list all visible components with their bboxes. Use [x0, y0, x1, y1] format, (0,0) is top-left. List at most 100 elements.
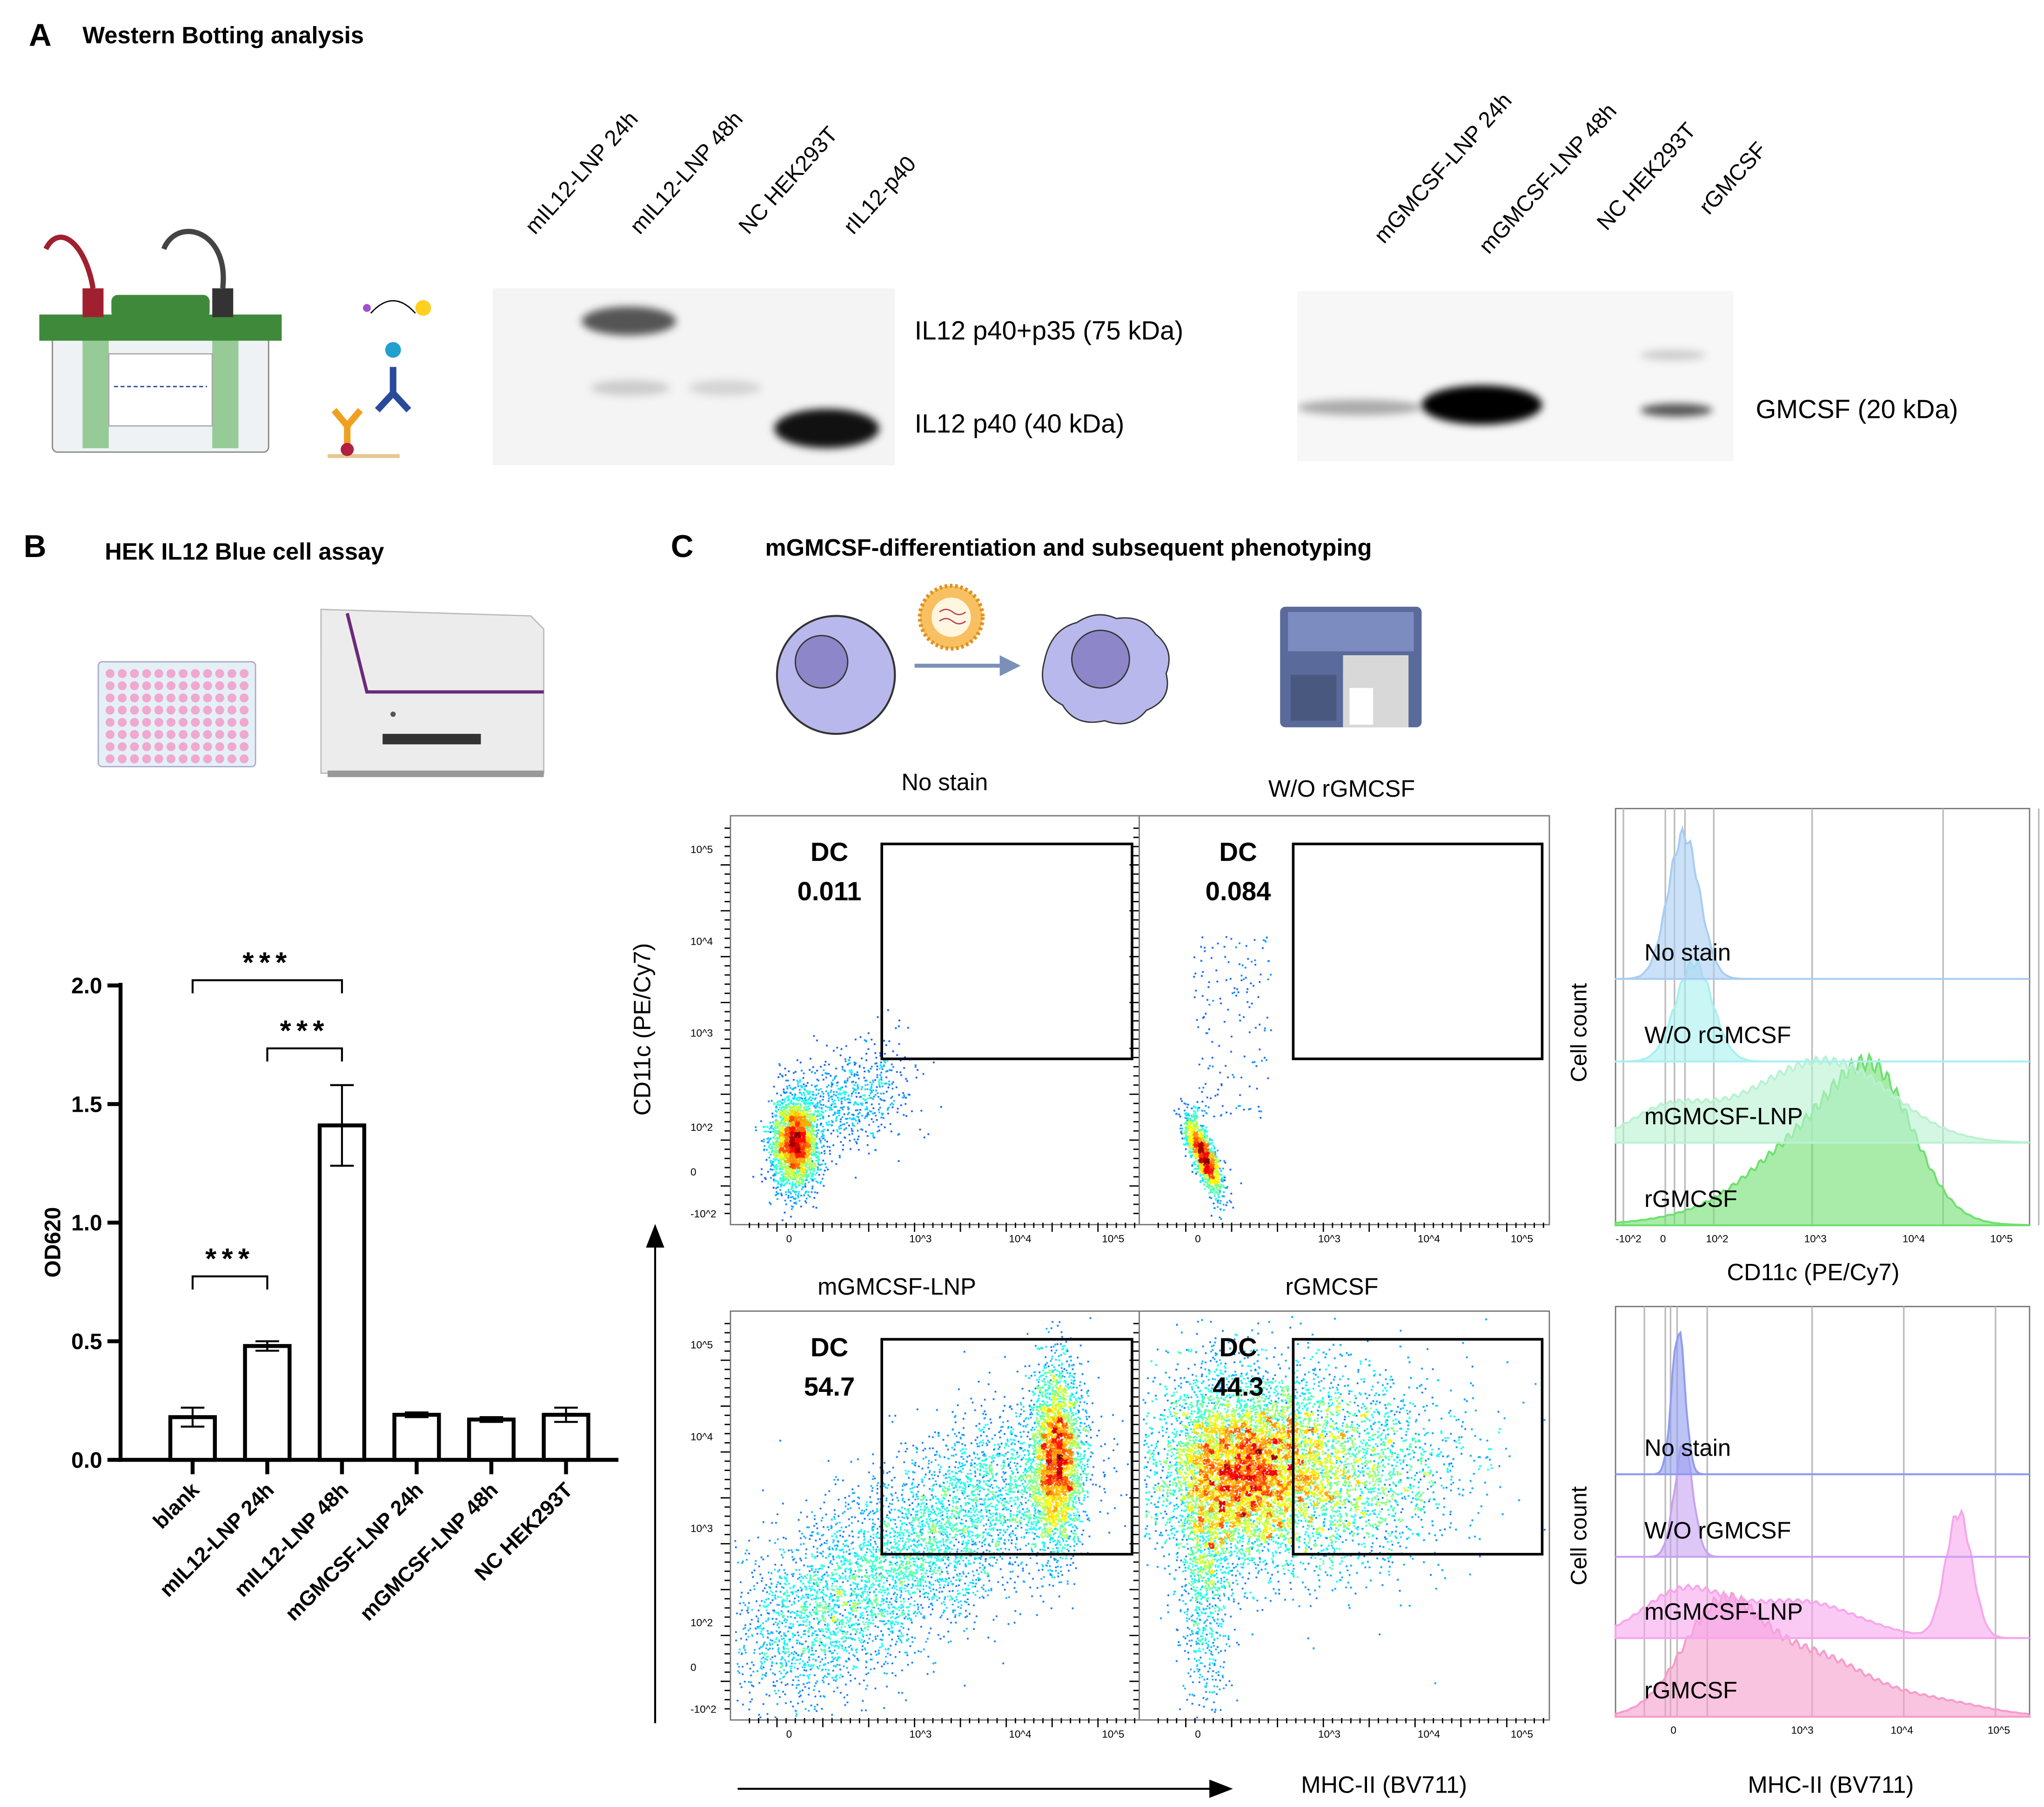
well	[166, 718, 176, 727]
gate-name: DC	[1219, 1334, 1257, 1363]
y-axis-label: OD620	[41, 1207, 66, 1278]
well	[154, 718, 163, 727]
well	[105, 718, 115, 727]
well	[191, 669, 200, 678]
y-tick-label: 10^3	[690, 1523, 713, 1535]
well	[227, 705, 237, 715]
well	[118, 718, 127, 727]
well	[215, 681, 224, 691]
well	[105, 742, 115, 752]
panel-b-letter: B	[23, 529, 47, 565]
dc-gate[interactable]	[1292, 842, 1544, 1061]
x-tick-label: 10^4	[1417, 1233, 1441, 1245]
y-tick-label: 10^4	[690, 935, 713, 947]
well	[227, 754, 237, 764]
x-tick-label: 10^5	[1510, 1728, 1534, 1740]
well	[203, 754, 212, 764]
well	[203, 681, 212, 691]
well	[154, 693, 163, 703]
well	[179, 669, 188, 678]
gate-percentage: 0.011	[797, 878, 862, 907]
antibody-detection-icon	[327, 300, 431, 458]
panel-a-title: Western Botting analysis	[82, 22, 364, 49]
well	[166, 693, 176, 703]
well	[154, 681, 163, 691]
well	[179, 718, 188, 727]
well	[191, 681, 200, 691]
dc-gate[interactable]	[880, 842, 1133, 1061]
scatter-points	[1139, 1311, 1549, 1720]
y-tick-label: 10^4	[690, 1431, 713, 1443]
panel-c-letter: C	[670, 529, 694, 565]
scatter-points	[1139, 816, 1549, 1224]
well	[227, 669, 237, 678]
well	[118, 705, 127, 715]
western-blot-apparatus-illustration	[39, 228, 431, 458]
well	[215, 754, 224, 764]
hist-x-tick-label: 10^2	[1706, 1233, 1729, 1245]
western-blot-gmcsf	[1297, 291, 1734, 462]
well	[118, 730, 127, 739]
scatter-x-axis-label: MHC-II (BV711)	[1301, 1772, 1468, 1798]
well	[142, 754, 151, 764]
well	[240, 742, 249, 752]
hist-x-tick-label: 10^5	[1987, 1724, 2010, 1737]
well	[166, 705, 176, 715]
dc-gate[interactable]	[1292, 1338, 1544, 1556]
well	[166, 669, 176, 678]
plate-reader-icon	[320, 608, 545, 777]
axis-ticks	[720, 827, 1136, 1232]
well	[203, 730, 212, 739]
well	[105, 730, 115, 739]
axis-ticks	[720, 1323, 1136, 1727]
gate-name: DC	[810, 1334, 849, 1363]
y-tick-label: -10^2	[690, 1703, 717, 1716]
well	[118, 754, 127, 764]
well	[227, 730, 237, 739]
assay-equipment-illustration	[97, 608, 545, 777]
well	[105, 681, 115, 691]
well	[130, 718, 139, 727]
y-tick-label: 0.5	[71, 1330, 102, 1354]
well	[166, 681, 176, 691]
well	[105, 693, 115, 703]
well	[142, 718, 151, 727]
well	[191, 705, 200, 715]
significance-label: ***	[280, 1015, 329, 1047]
hist-x-tick-label: 10^4	[1902, 1233, 1925, 1245]
well	[227, 718, 237, 727]
y-tick-label: 10^3	[690, 1027, 713, 1040]
gate-percentage: 0.084	[1205, 878, 1271, 907]
panel-c-title: mGMCSF-differentiation and subsequent ph…	[765, 534, 1372, 561]
y-tick-label: 1.5	[71, 1092, 102, 1117]
well	[166, 730, 176, 739]
well	[130, 693, 139, 703]
axis-ticks	[1129, 1323, 1544, 1727]
band	[591, 380, 670, 396]
y-tick-label: 0	[690, 1166, 697, 1178]
well	[240, 718, 249, 727]
well	[130, 730, 139, 739]
well	[227, 742, 237, 752]
significance-label: ***	[242, 947, 292, 979]
well	[142, 669, 151, 678]
differentiation-illustration	[776, 584, 1422, 735]
hist-x-tick-label: 10^3	[1791, 1724, 1814, 1737]
band	[1297, 399, 1422, 416]
hist-top-y-label: Cell count	[1567, 983, 1592, 1082]
scatter-points	[731, 1311, 1140, 1720]
x-tick-label: 10^4	[1009, 1728, 1032, 1740]
scatter-title: mGMCSF-LNP	[818, 1274, 976, 1300]
well	[154, 730, 163, 739]
dc-gate[interactable]	[880, 1338, 1133, 1556]
band	[1640, 403, 1713, 417]
x-tick-label: 10^5	[1102, 1233, 1125, 1245]
monocyte-cell-icon	[776, 615, 896, 735]
significance-bracket	[266, 1047, 343, 1061]
gate-percentage: 54.7	[804, 1373, 855, 1403]
western-blot-il12	[492, 288, 895, 465]
